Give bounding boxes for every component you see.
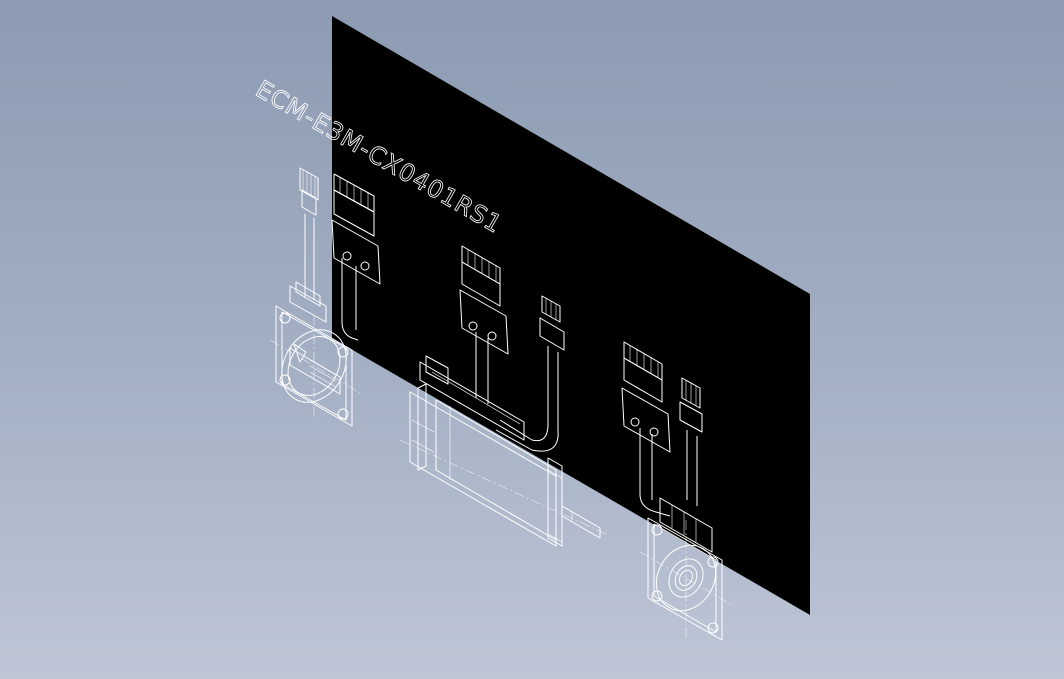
- servo-motor-rear-view-icon: [621, 341, 735, 641]
- brand-logo-plate-icon: [289, 343, 341, 395]
- black-panel: [332, 16, 810, 615]
- servo-motor-side-view-icon: [399, 245, 607, 547]
- power-connector-left-icon: [331, 173, 381, 341]
- servo-motor-front-view-icon: [269, 167, 363, 427]
